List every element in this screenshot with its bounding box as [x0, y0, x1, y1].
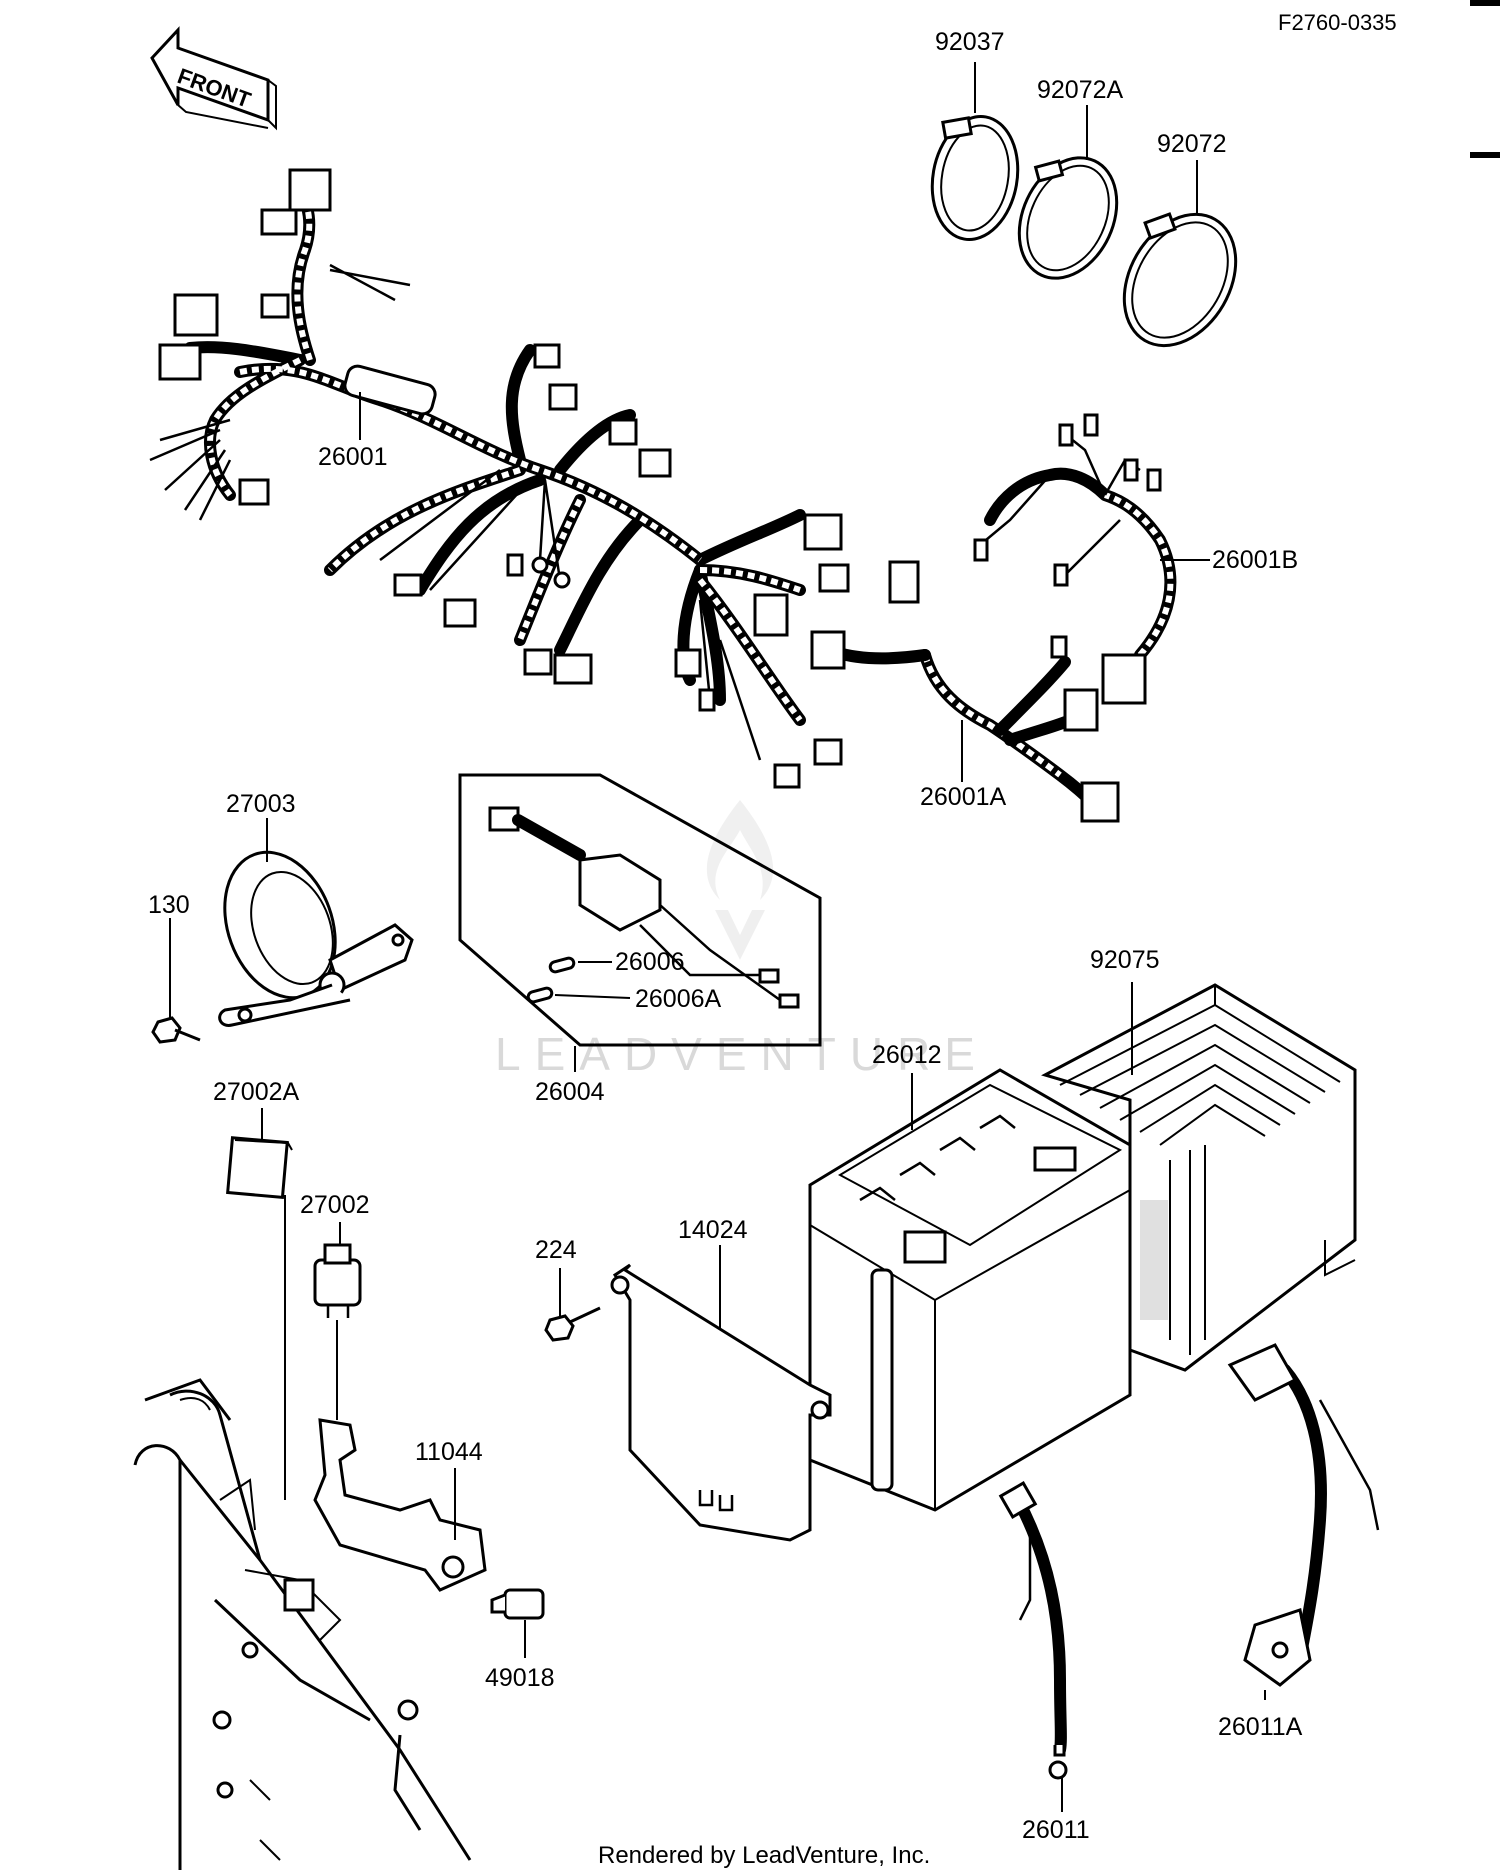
clamp-92072	[1122, 212, 1238, 348]
bolt-130	[151, 1016, 201, 1044]
connector	[158, 343, 202, 381]
label-27003: 27003	[226, 790, 296, 818]
connector	[393, 573, 423, 597]
connector	[773, 763, 801, 789]
bracket-11044	[313, 1418, 487, 1592]
label-26006A: 26006A	[635, 985, 722, 1013]
relay-27002A	[226, 1136, 293, 1199]
connector	[1080, 781, 1120, 823]
connector	[238, 478, 270, 506]
igniter-kit-26004	[458, 773, 822, 1047]
clamp-92072A	[1017, 156, 1119, 280]
label-92037: 92037	[935, 28, 1005, 56]
connector	[1063, 688, 1099, 732]
diagram-ref-number: F2760-0335	[1278, 10, 1397, 35]
connector	[443, 598, 477, 628]
connector	[674, 648, 702, 678]
label-26004: 26004	[535, 1078, 605, 1106]
label-11044: 11044	[415, 1438, 483, 1466]
main-wiring-harness	[149, 168, 850, 789]
connector	[803, 513, 843, 551]
connector	[553, 653, 593, 685]
label-130: 130	[148, 891, 190, 919]
label-14024: 14024	[678, 1216, 748, 1244]
battery-cable-26011A	[1227, 1343, 1380, 1687]
connector	[260, 208, 298, 236]
connector	[888, 560, 920, 604]
edge-mark-mid	[1470, 152, 1500, 158]
connector	[638, 448, 672, 478]
connector	[288, 168, 332, 212]
label-92072: 92072	[1157, 130, 1227, 158]
connector	[810, 630, 846, 670]
connector	[260, 293, 290, 319]
label-26012: 26012	[872, 1041, 942, 1069]
connector	[813, 738, 843, 766]
edge-mark-top	[1470, 0, 1500, 6]
label-26001A: 26001A	[920, 783, 1007, 811]
battery-case-92075	[1041, 983, 1357, 1372]
connector	[173, 293, 219, 337]
label-26001B: 26001B	[1212, 546, 1298, 574]
label-92075: 92075	[1090, 946, 1160, 974]
battery-cable-26011	[998, 1481, 1068, 1780]
label-26011: 26011	[1022, 1816, 1090, 1844]
connector	[1101, 653, 1147, 705]
battery-cover-14024	[610, 1263, 832, 1542]
label-49018: 49018	[485, 1664, 555, 1692]
connector	[533, 343, 561, 369]
frame-section	[133, 1378, 472, 1870]
label-27002A: 27002A	[213, 1078, 300, 1106]
watermark-logo	[706, 800, 774, 960]
front-arrow-icon: FRONT	[150, 26, 277, 131]
bolt-224	[544, 1306, 601, 1342]
horn-27003	[218, 850, 414, 1027]
switch-49018	[490, 1588, 545, 1620]
connector	[753, 593, 789, 637]
label-26006: 26006	[615, 948, 685, 976]
connector	[548, 383, 578, 411]
label-224: 224	[535, 1236, 577, 1264]
connector	[818, 563, 850, 593]
label-26011A: 26011A	[1218, 1713, 1303, 1741]
label-26001: 26001	[318, 443, 388, 471]
label-92072A: 92072A	[1037, 76, 1124, 104]
label-27002: 27002	[300, 1191, 370, 1219]
battery-26012	[808, 1068, 1132, 1512]
switch-27002	[313, 1243, 362, 1318]
footer-credit: Rendered by LeadVenture, Inc.	[598, 1842, 930, 1869]
sub-harness-26001B	[973, 413, 1177, 705]
clamp-92037	[930, 115, 1020, 241]
sub-harness-26001A	[810, 560, 1120, 823]
connector	[608, 418, 638, 446]
connector	[523, 648, 553, 676]
